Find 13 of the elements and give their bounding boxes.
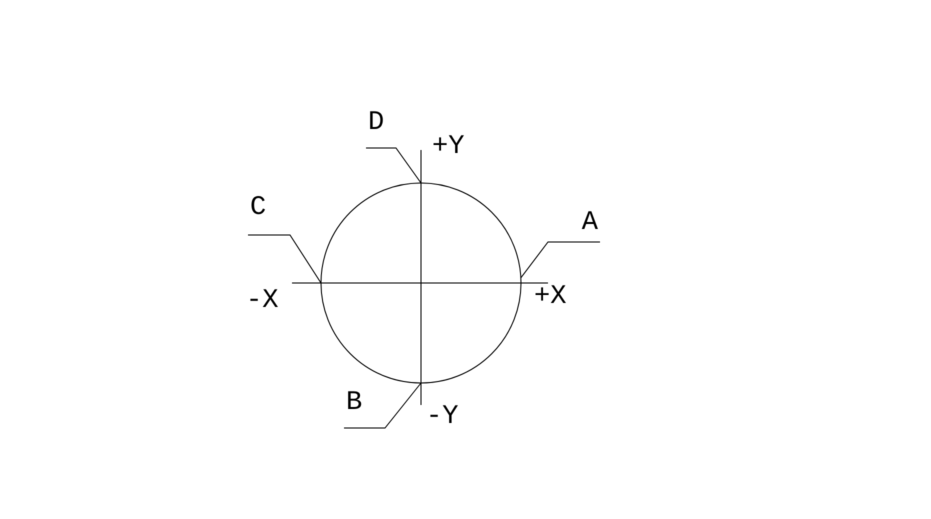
callout-letter: C xyxy=(248,193,290,235)
circle-outline xyxy=(320,182,522,384)
leader-line xyxy=(366,148,422,184)
axis-label: -Y xyxy=(426,402,458,432)
axis-label: -X xyxy=(246,286,278,316)
axis-label: +Y xyxy=(432,132,464,162)
axis-label: +X xyxy=(534,282,566,312)
leader-line xyxy=(344,382,422,428)
callout-letter: B xyxy=(344,388,385,428)
leader-line xyxy=(520,242,600,278)
callout-letter: D xyxy=(366,108,396,148)
leader-line xyxy=(248,234,322,284)
callout-letter: A xyxy=(548,208,600,242)
